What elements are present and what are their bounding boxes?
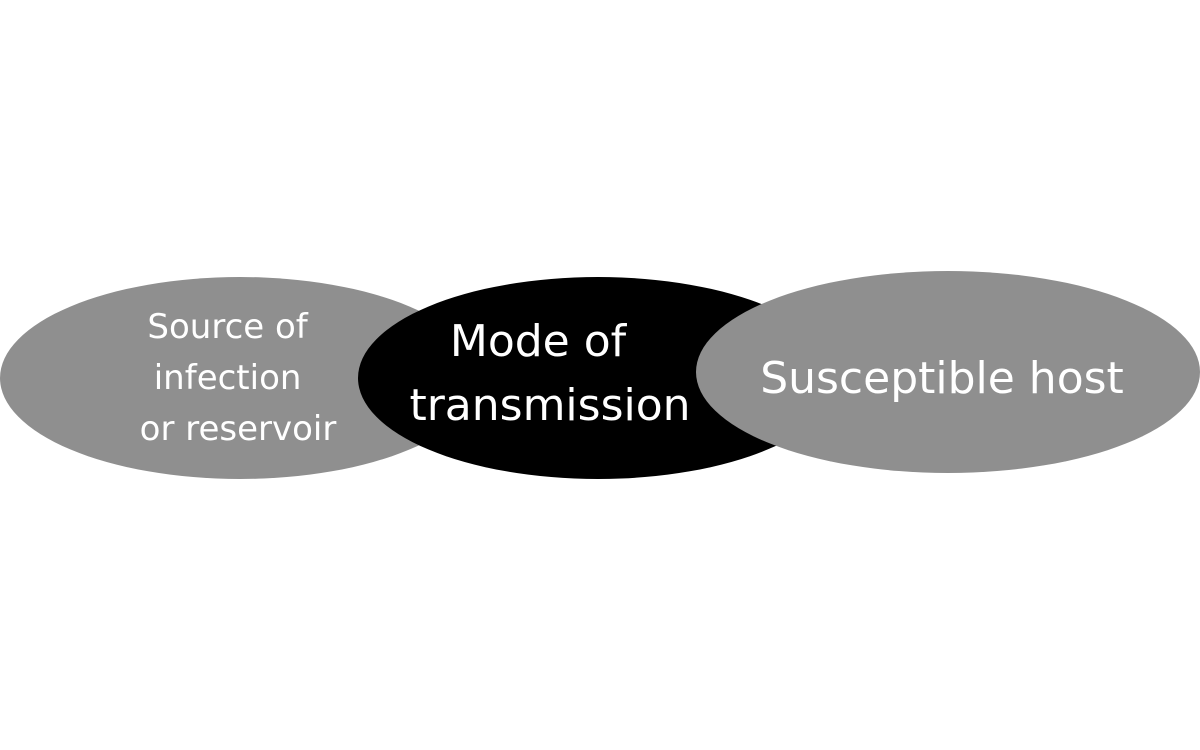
source-node: Source of infection or reservoir: [0, 277, 480, 479]
host-node: Susceptible host: [696, 271, 1200, 473]
source-ellipse: [0, 277, 480, 479]
host-label-line-1: Susceptible host: [760, 353, 1124, 404]
source-label: Source of infection or reservoir: [140, 307, 337, 449]
source-label-line-1: Source of: [147, 307, 308, 347]
mode-ellipse: [358, 277, 838, 479]
mode-label: Mode of transmission: [409, 316, 690, 431]
mode-label-line-2: transmission: [409, 380, 690, 431]
mode-label-line-1: Mode of: [450, 316, 628, 367]
host-ellipse: [696, 271, 1200, 473]
host-label: Susceptible host: [760, 353, 1124, 404]
source-label-line-2: infection: [154, 358, 302, 398]
source-label-line-3: or reservoir: [140, 409, 337, 449]
mode-node: Mode of transmission: [358, 277, 838, 479]
